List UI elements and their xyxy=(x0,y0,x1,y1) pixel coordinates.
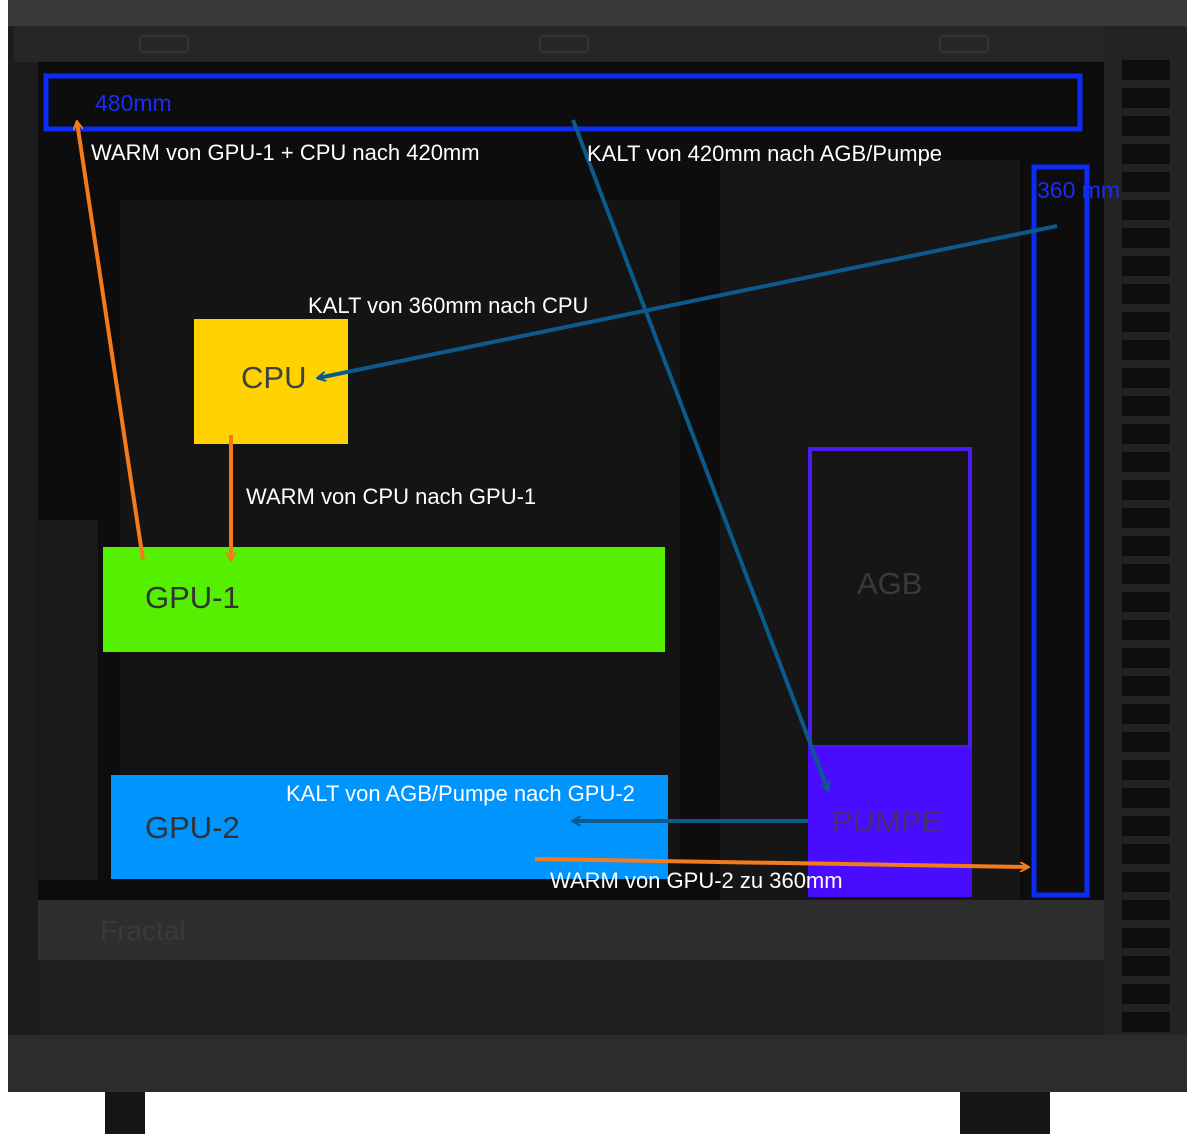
vent-slat xyxy=(1122,536,1170,556)
label-warm-top: WARM von GPU-1 + CPU nach 420mm xyxy=(91,140,480,165)
vent-slat xyxy=(1122,452,1170,472)
arrow-warm-to-top-radiator xyxy=(77,122,145,561)
vent-slat xyxy=(1122,732,1170,752)
vent-slat xyxy=(1122,872,1170,892)
pump-block xyxy=(808,747,972,897)
label-cold-top: KALT von 420mm nach AGB/Pumpe xyxy=(587,141,942,166)
vent-slat xyxy=(1122,704,1170,724)
gpu2-label: GPU-2 xyxy=(145,810,240,845)
case-logo: Fractal xyxy=(100,915,186,946)
vent-slat xyxy=(1122,816,1170,836)
arrow-warm-gpu2-to-side-radiator xyxy=(534,857,1028,867)
label-cold-cpu: KALT von 360mm nach CPU xyxy=(308,293,588,318)
vent-slat xyxy=(1122,60,1170,80)
label-warm-cpu: WARM von CPU nach GPU-1 xyxy=(246,484,536,509)
radiator-top-label: 480mm xyxy=(95,90,172,116)
cpu-label: CPU xyxy=(241,360,306,395)
radiator-side-label: 360 mm xyxy=(1037,177,1120,203)
vent-slat xyxy=(1122,172,1170,192)
vent-slat xyxy=(1122,144,1170,164)
vent-slat xyxy=(1122,928,1170,948)
vent-slat xyxy=(1122,368,1170,388)
vent-slat xyxy=(1122,116,1170,136)
vent-slat xyxy=(1122,648,1170,668)
gpu1-block xyxy=(103,547,665,652)
vent-slat xyxy=(1122,312,1170,332)
vent-slat xyxy=(1122,676,1170,696)
vent-slats xyxy=(1122,60,1170,1060)
vent-slat xyxy=(1122,424,1170,444)
vent-slat xyxy=(1122,256,1170,276)
gpu2-block xyxy=(111,775,668,879)
radiator-side-360 xyxy=(1031,164,1090,898)
vent-slat xyxy=(1122,900,1170,920)
vent-slat xyxy=(1122,564,1170,584)
radiator-top-480 xyxy=(43,73,1083,132)
vent-slat xyxy=(1122,396,1170,416)
vent-slat xyxy=(1122,620,1170,640)
vent-slat xyxy=(1122,228,1170,248)
vent-slat xyxy=(1122,340,1170,360)
vent-slat xyxy=(1122,1012,1170,1032)
agb-reservoir xyxy=(808,447,972,749)
vent-slat xyxy=(1122,760,1170,780)
vent-slat xyxy=(1122,788,1170,808)
gpu1-label: GPU-1 xyxy=(145,580,240,615)
vent-slat xyxy=(1122,956,1170,976)
vent-slat xyxy=(1122,984,1170,1004)
label-warm-gpu2: WARM von GPU-2 zu 360mm xyxy=(550,868,843,893)
arrow-cold-top-to-agb xyxy=(571,119,828,790)
vent-slat xyxy=(1122,508,1170,528)
vent-slat xyxy=(1122,200,1170,220)
pump-label: PUMPE xyxy=(832,804,942,839)
vent-slat xyxy=(1122,88,1170,108)
agb-label: AGB xyxy=(857,566,922,601)
arrow-cold-side-to-cpu xyxy=(318,224,1058,378)
vent-slat xyxy=(1122,284,1170,304)
vent-slat xyxy=(1122,844,1170,864)
label-cold-gpu2: KALT von AGB/Pumpe nach GPU-2 xyxy=(286,781,635,806)
vent-slat xyxy=(1122,592,1170,612)
vent-slat xyxy=(1122,480,1170,500)
